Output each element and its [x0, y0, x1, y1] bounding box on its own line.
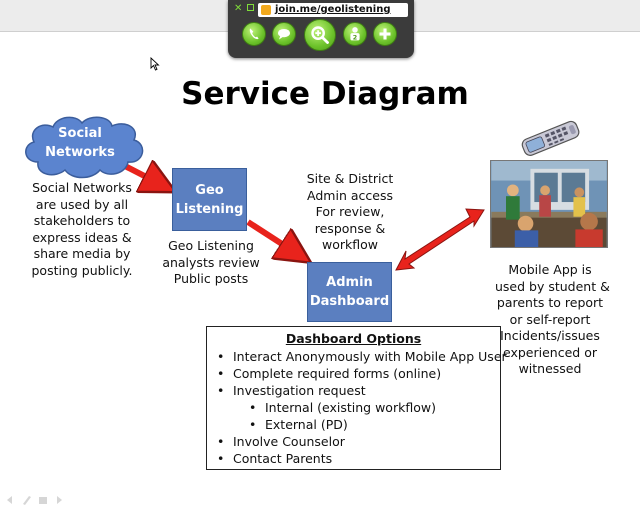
- joinme-logo-icon: [261, 5, 271, 15]
- note-line: Admin access: [307, 187, 393, 203]
- next-slide-icon[interactable]: [57, 496, 62, 504]
- note-line: posting publicly.: [31, 262, 133, 278]
- note-line: For review,: [315, 204, 385, 219]
- prev-slide-icon[interactable]: [7, 496, 12, 504]
- list-subitem: External (PD): [215, 416, 500, 433]
- note-line: or self-report: [509, 311, 591, 327]
- mouse-cursor-icon: [150, 57, 160, 71]
- dashboard-options-list: Interact Anonymously with Mobile App Use…: [215, 348, 507, 467]
- note-line: experienced or: [503, 344, 597, 360]
- note-line: Site & District: [306, 171, 394, 186]
- participants-button[interactable]: 2: [343, 22, 367, 46]
- social-networks-cloud: [25, 116, 144, 179]
- session-url-field[interactable]: join.me/geolistening: [258, 3, 408, 17]
- dashboard-options-title: Dashboard Options: [285, 331, 422, 346]
- admin-dashboard-line: Admin: [326, 275, 373, 290]
- chat-bubble-icon: [278, 28, 290, 40]
- note-line: parents to report: [496, 295, 604, 310]
- list-subitem: Internal (existing workflow): [215, 399, 500, 416]
- mobile-phone-icon: [521, 120, 580, 156]
- admin-dashboard-box: Admin Dashboard: [307, 262, 392, 322]
- social-networks-label: Social Networks: [25, 124, 135, 162]
- participant-count: 2: [353, 33, 357, 41]
- mobile-app-note: Mobile App is used by student & parents …: [495, 262, 610, 378]
- joinme-toolbar: ✕ join.me/geolistening 2: [228, 0, 414, 58]
- magnifier-icon: [311, 26, 329, 44]
- session-url-link[interactable]: join.me/geolistening: [275, 4, 391, 15]
- phone-icon: [249, 28, 259, 40]
- minimize-icon[interactable]: [247, 4, 254, 11]
- social-networks-note: Social Networks are used by all stakehol…: [22, 180, 142, 279]
- geo-listening-line: Listening: [175, 201, 244, 217]
- arrow-mobile-admin-bidirectional: [395, 208, 485, 271]
- note-line: stakeholders to: [33, 213, 131, 228]
- list-item: Investigation request: [215, 382, 500, 399]
- social-networks-line: Social: [58, 126, 102, 141]
- dashboard-options-panel: Dashboard Options Interact Anonymously w…: [206, 326, 507, 470]
- pen-icon[interactable]: [23, 496, 31, 505]
- note-line: used by student &: [495, 278, 610, 294]
- menu-icon[interactable]: [39, 497, 47, 504]
- students-photo: [490, 160, 608, 248]
- note-line: analysts review: [162, 254, 260, 270]
- note-line: response &: [314, 220, 386, 236]
- zoom-button[interactable]: [304, 19, 336, 51]
- note-line: witnessed: [518, 361, 582, 376]
- note-line: Geo Listening: [168, 238, 254, 253]
- list-item: Involve Counselor: [215, 433, 500, 450]
- note-line: are used by all: [35, 196, 129, 212]
- slide-title: Service Diagram: [181, 76, 469, 112]
- list-item: Complete required forms (online): [215, 365, 500, 382]
- geo-listening-note: Geo Listening analysts review Public pos…: [158, 238, 264, 288]
- admin-dashboard-line: Dashboard: [309, 294, 390, 309]
- site-district-note: Site & District Admin access For review,…: [300, 171, 400, 254]
- note-line: Incidents/issues: [500, 328, 600, 343]
- slideshow-tools: [7, 496, 62, 505]
- note-line: express ideas &: [32, 229, 132, 245]
- note-line: Mobile App is: [508, 262, 592, 277]
- note-line: Social Networks: [32, 180, 132, 195]
- social-networks-line: Networks: [45, 145, 115, 160]
- phone-button[interactable]: [242, 22, 266, 46]
- note-line: Public posts: [173, 271, 249, 286]
- add-button[interactable]: [373, 22, 397, 46]
- participants-icon: 2: [350, 27, 360, 41]
- note-line: workflow: [322, 237, 378, 252]
- arrow-social-to-geo: [121, 165, 160, 184]
- geo-listening-line: Geo: [195, 182, 224, 198]
- close-icon[interactable]: ✕: [234, 3, 243, 14]
- note-line: share media by: [33, 246, 131, 261]
- chat-button[interactable]: [272, 22, 296, 46]
- arrow-geo-to-admin: [246, 219, 296, 253]
- list-item: Interact Anonymously with Mobile App Use…: [215, 348, 507, 365]
- geo-listening-box: Geo Listening: [172, 168, 247, 231]
- plus-icon: [379, 28, 391, 40]
- list-item: Contact Parents: [215, 450, 500, 467]
